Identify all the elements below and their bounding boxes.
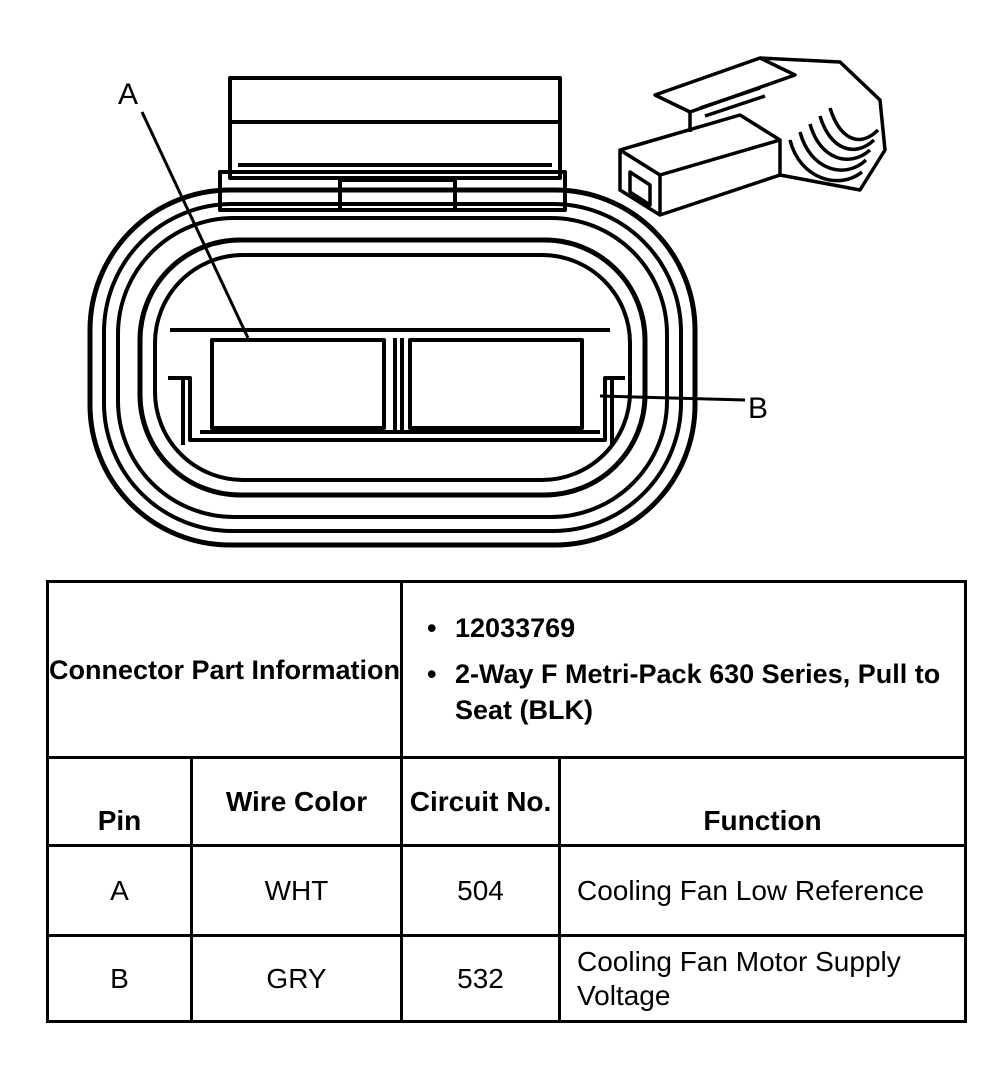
col-header-pin: Pin: [46, 756, 193, 847]
connector-pinout-table: Connector Part Information 12033769 2-Wa…: [45, 580, 968, 1023]
connector-info-label-cell: Connector Part Information: [45, 580, 404, 759]
callout-a-label: A: [118, 78, 138, 111]
circuit-no-cell: 532: [400, 934, 562, 1023]
connector-info-label: Connector Part Information: [49, 654, 401, 685]
terminal-b-cavity: [408, 338, 584, 430]
terminal-a-cavity: [210, 338, 386, 430]
pin-cell: B: [46, 934, 193, 1023]
pin-cell: A: [46, 844, 193, 937]
col-header-wire-color: Wire Color: [189, 756, 404, 847]
function-cell: Cooling Fan Low Reference: [558, 844, 968, 937]
connector-description: 2-Way F Metri-Pack 630 Series, Pull to S…: [427, 656, 954, 728]
col-header-circuit-no: Circuit No.: [400, 756, 562, 847]
column-header-row: Pin Wire Color Circuit No. Function: [46, 756, 968, 847]
wire-color-cell: GRY: [189, 934, 404, 1023]
connector-face: [168, 328, 625, 445]
connector-body: [87, 187, 698, 548]
connector-perspective-icon: [618, 56, 887, 217]
connector-part-number: 12033769: [427, 610, 954, 646]
wire-color-cell: WHT: [189, 844, 404, 937]
circuit-no-cell: 504: [400, 844, 562, 937]
connector-latch: [218, 76, 567, 212]
callout-b-label: B: [748, 392, 768, 425]
connector-info-values-cell: 12033769 2-Way F Metri-Pack 630 Series, …: [400, 580, 968, 759]
connector-info-row: Connector Part Information 12033769 2-Wa…: [45, 580, 968, 759]
table-row: A WHT 504 Cooling Fan Low Reference: [46, 844, 968, 937]
function-cell: Cooling Fan Motor Supply Voltage: [558, 934, 968, 1023]
connector-diagram: A B: [87, 56, 887, 548]
callout-b-leader: [599, 394, 746, 402]
col-header-function: Function: [558, 756, 968, 847]
table-row: B GRY 532 Cooling Fan Motor Supply Volta…: [46, 934, 968, 1023]
callout-a-leader: [140, 111, 250, 339]
connector-info-list: 12033769 2-Way F Metri-Pack 630 Series, …: [427, 610, 954, 728]
